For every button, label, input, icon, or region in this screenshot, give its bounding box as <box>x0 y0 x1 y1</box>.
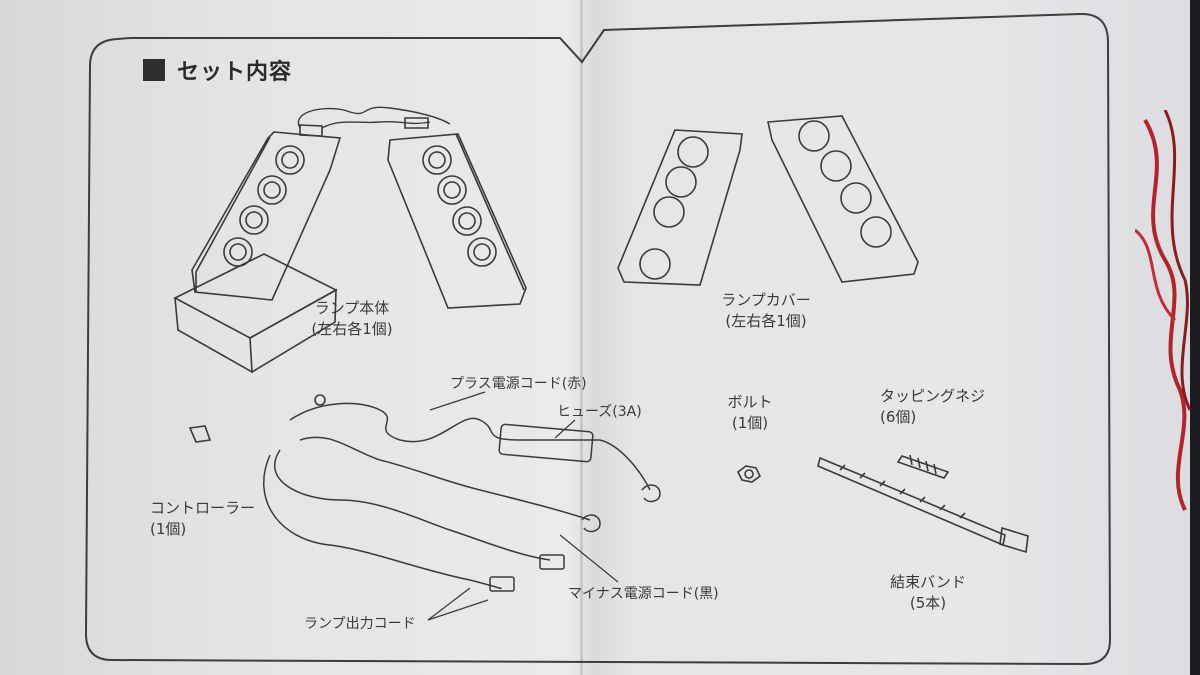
lamp-cover-name: ランプカバー <box>721 291 811 309</box>
lamp-body-name: ランプ本体 <box>314 299 390 317</box>
lamp-cover-qty: (左右各1個) <box>725 312 807 330</box>
bolt-name: ボルト <box>727 393 773 411</box>
bolt-illustration <box>736 465 762 483</box>
controller-name: コントローラー <box>150 499 256 517</box>
controller-label: コントローラー (1個) <box>150 498 255 540</box>
lamp-cover-right-illustration <box>767 115 919 283</box>
cable-tie-name: 結束バンド <box>890 573 966 591</box>
lamp-cover-left-illustration <box>617 129 743 286</box>
lamp-body-connecting-wire <box>297 106 451 129</box>
plus-cord-leader <box>429 391 486 411</box>
title-bullet-square <box>143 59 165 81</box>
tapping-screw-label: タッピングネジ (6個) <box>880 386 985 428</box>
controller-illustration <box>173 253 338 443</box>
bolt-qty: (1個) <box>731 414 769 432</box>
fuse-callout: ヒューズ(3A) <box>557 404 642 420</box>
fuse-leader <box>554 419 576 439</box>
lamp-cover-label: ランプカバー (左右各1個) <box>721 290 811 332</box>
output-cord-leader-1 <box>427 587 471 621</box>
lamp-body-right-illustration <box>387 117 527 309</box>
background-red-cables <box>1135 110 1192 511</box>
minus-cord-callout: マイナス電源コード(黒) <box>568 586 719 602</box>
output-cord-leader-2 <box>427 599 489 621</box>
tapping-screw-illustration <box>896 454 950 479</box>
page-crease <box>580 0 583 675</box>
cable-tie-qty: (5本) <box>909 594 947 612</box>
lamp-output-cord-callout: ランプ出力コード <box>304 616 416 632</box>
controller-qty: (1個) <box>150 520 187 538</box>
cords-illustration <box>263 402 661 592</box>
bolt-label: ボルト (1個) <box>727 392 772 434</box>
page-title: セット内容 <box>177 60 293 85</box>
content-frame <box>84 12 1112 666</box>
lamp-body-label: ランプ本体 (左右各1個) <box>311 298 392 340</box>
tapping-screw-qty: (6個) <box>880 408 917 426</box>
cable-tie-illustration <box>817 456 1029 554</box>
plus-cord-callout: プラス電源コード(赤) <box>450 376 587 392</box>
lamp-body-qty: (左右各1個) <box>311 320 393 338</box>
cable-tie-label: 結束バンド (5本) <box>890 572 966 614</box>
lamp-body-left-illustration <box>191 124 342 301</box>
tapping-screw-name: タッピングネジ <box>880 387 986 405</box>
section-header: セット内容 <box>143 54 292 86</box>
minus-cord-leader <box>559 534 619 583</box>
